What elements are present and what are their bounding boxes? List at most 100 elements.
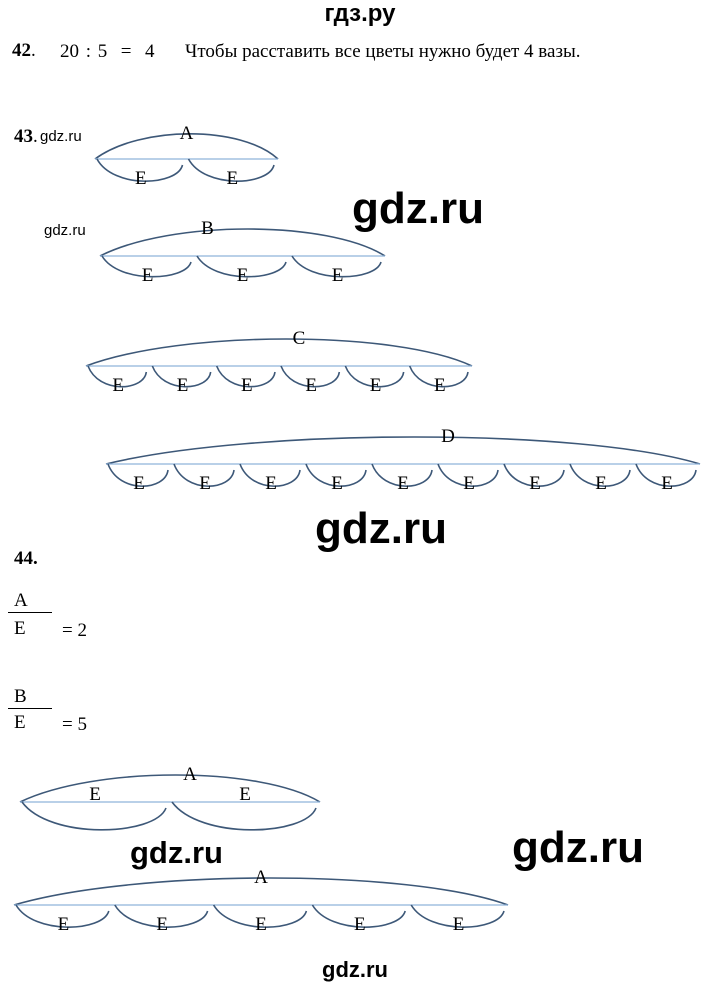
unit-label: E [237,265,249,286]
diagram-44-a5: A E E E E E [13,867,509,935]
unit-arc [187,158,275,182]
unit-arc [196,255,287,278]
fraction-1-denominator: E [14,618,26,639]
whole-arc [105,436,701,465]
problem-42-number: 42 [12,40,31,61]
unit-arc [410,904,505,928]
unit-label: E [133,473,145,494]
unit-label: E [595,473,607,494]
unit-label: E [397,473,409,494]
problem-43-number: 43 [14,126,33,147]
unit-arc [107,463,169,487]
problem-43: 43. [14,126,38,148]
whole-arc [85,338,473,367]
unit-arc [173,463,235,487]
whole-arc [19,774,321,803]
problem-42-expression: 20 : 5 = 4 [60,41,155,63]
unit-arc [280,365,341,388]
unit-arc [291,255,382,278]
unit-label: E [135,168,147,189]
watermark-footer: gdz.ru [322,957,388,982]
diagram-43-c: C E E E E E E [85,328,473,396]
problem-44-number: 44. [14,548,38,569]
watermark-small-2: gdz.ru [44,222,86,239]
unit-arc [101,255,192,278]
unit-arc [87,365,148,388]
expr-b: 5 [97,41,108,62]
whole-label: A [254,867,268,888]
whole-label: A [183,764,197,785]
problem-42-dot: . [31,40,36,61]
unit-label: E [529,473,541,494]
expr-eq: = [120,41,132,62]
unit-arc [437,463,499,487]
unit-label: E [58,914,70,935]
diagram-43-a: A E E [94,123,279,189]
unit-arc [212,904,308,928]
expr-a: 20 [60,41,79,62]
fraction-2-denominator: E [14,712,26,733]
fraction-1-numerator: A [14,590,28,611]
unit-arc [408,365,469,388]
unit-label: E [89,784,101,805]
unit-label: E [112,375,124,396]
whole-arc [99,228,386,257]
unit-label: E [453,914,465,935]
unit-label: E [239,784,251,805]
watermark-big-2: gdz.ru [315,504,447,553]
whole-label: B [201,218,214,239]
unit-label: E [142,265,154,286]
fraction-1-bar [8,612,52,613]
fraction-2-result: = 5 [62,714,87,735]
unit-label: E [255,914,267,935]
unit-label: E [661,473,673,494]
unit-label: E [331,473,343,494]
unit-arc [171,801,317,831]
unit-label: E [370,375,382,396]
unit-label: E [434,375,446,396]
unit-arc [305,463,367,487]
problem-42: 42. [12,40,36,62]
watermark-mid-1: gdz.ru [130,835,223,870]
unit-label: E [305,375,317,396]
diagram-43-b: B E E E [99,218,386,286]
diagram-43-d: D E E E E E E E E E [105,426,701,494]
site-header: гдз.ру [324,0,396,27]
unit-label: E [354,914,366,935]
unit-label: E [199,473,211,494]
watermark-big-1: gdz.ru [352,184,484,233]
problem-43-dot: . [33,126,38,147]
whole-arc [13,877,509,906]
unit-arc [311,904,406,928]
whole-label: C [293,328,306,349]
unit-arc [635,463,697,487]
expr-res: 4 [145,41,155,62]
watermark-big-3: gdz.ru [512,823,644,872]
unit-label: E [226,168,238,189]
unit-arc [344,365,405,388]
fraction-2-bar [8,708,52,709]
whole-label: D [441,426,455,447]
unit-label: E [332,265,344,286]
unit-arc [151,365,212,388]
whole-arc [94,133,279,160]
unit-arc [15,904,110,928]
unit-arc [239,463,301,487]
fraction-1-result: = 2 [62,620,87,641]
problem-42-answer: Чтобы расставить все цветы нужно будет 4… [185,41,581,62]
unit-label: E [177,375,189,396]
unit-label: E [265,473,277,494]
unit-label: E [463,473,475,494]
watermark-small-1: gdz.ru [40,128,82,145]
unit-arc [96,158,184,182]
unit-label: E [241,375,253,396]
unit-arc [503,463,565,487]
unit-arc [21,801,167,831]
whole-label: A [180,123,194,144]
fraction-2-numerator: B [14,686,27,707]
unit-label: E [156,914,168,935]
expr-op: : [85,41,92,62]
unit-arc [371,463,433,487]
